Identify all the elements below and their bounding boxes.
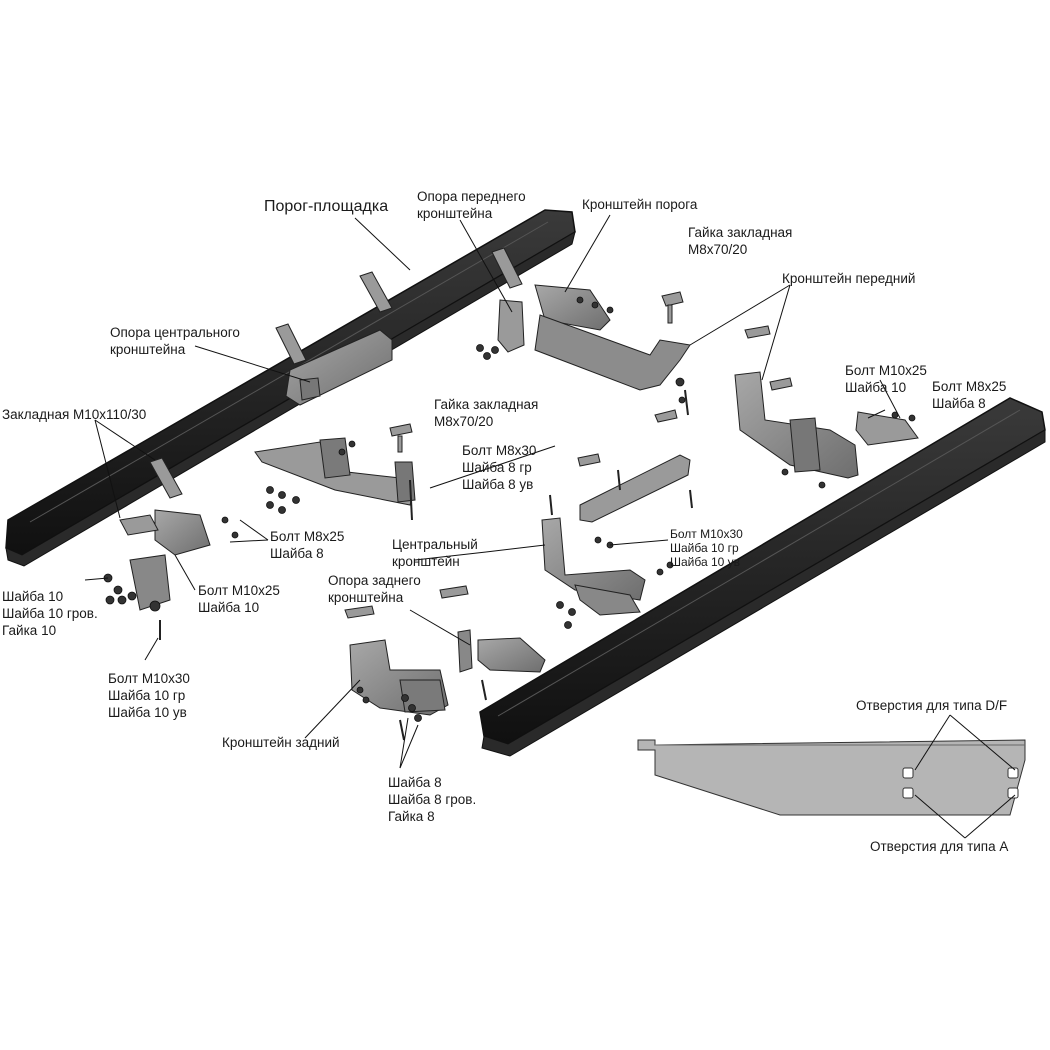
label-line: Болт M10x30: [670, 527, 743, 541]
label-line: Опора заднего: [328, 573, 421, 588]
label-line: Шайба 10: [198, 600, 260, 615]
label-central-bracket: Центральный кронштейн: [392, 536, 478, 570]
label-line: Шайба 8 гр: [462, 460, 532, 475]
label-line: Шайба 8: [270, 546, 324, 561]
label-rear-bracket: Кронштейн задний: [222, 735, 340, 750]
label-bolt-m8x30: Болт M8x30 Шайба 8 гр Шайба 8 ув: [462, 442, 536, 493]
label-line: Гайка 10: [2, 623, 57, 638]
label-line: Центральный: [392, 537, 478, 552]
label-line: Болт M8x30: [462, 443, 537, 458]
label-line: Шайба 8 гров.: [388, 792, 477, 807]
label-bolt-m8x25-right: Болт M8x25 Шайба 8: [932, 378, 1006, 412]
hardware: [103, 296, 916, 722]
label-holes-a: Отверстия для типа A: [870, 839, 1009, 854]
bracket-central-right: [541, 454, 691, 616]
plate-detail: [637, 739, 1026, 816]
label-embedded-plate: Закладная M10x110/30: [2, 407, 147, 422]
label-nut-insert-top: Гайка закладная M8x70/20: [688, 224, 792, 258]
label-line: Шайба 8: [388, 775, 442, 790]
leader-lines: [84, 214, 1016, 839]
bracket-central: [254, 437, 416, 506]
label-washer-8-group: Шайба 8 Шайба 8 гров. Гайка 8: [388, 774, 476, 825]
label-line: Шайба 10 ув: [108, 705, 187, 720]
label-line: Опора центрального: [110, 325, 240, 340]
label-bolt-m8x25-left: Болт M8x25 Шайба 8: [270, 528, 344, 562]
label-line: Шайба 10 гр: [108, 688, 186, 703]
bracket-central-support: [285, 329, 393, 406]
label-rear-support: Опора заднего кронштейна: [328, 572, 421, 606]
label-line: Шайба 10 гров.: [2, 606, 98, 621]
label-line: Шайба 10: [845, 380, 907, 395]
label-line: Опора переднего: [417, 189, 526, 204]
label-line: Болт M10x30: [108, 671, 190, 686]
label-line: Гайка 8: [388, 809, 435, 824]
label-washer-10-group: Шайба 10 Шайба 10 гров. Гайка 10: [2, 588, 98, 639]
label-line: Шайба 10 гр: [670, 541, 739, 555]
step-board-right: [479, 397, 1046, 757]
label-line: Шайба 8 ув: [462, 477, 534, 492]
label-line: M8x70/20: [688, 242, 748, 257]
nut-inserts: [344, 291, 793, 619]
label-bolt-m10x25-right: Болт M10x25 Шайба 10: [845, 362, 927, 396]
bracket-left-front: [119, 509, 211, 611]
label-line: Болт M8x25: [270, 529, 345, 544]
label-bolt-m10x30-small: Болт M10x30 Шайба 10 гр Шайба 10 ув: [670, 527, 743, 569]
label-line: M8x70/20: [434, 414, 494, 429]
label-line: Болт M8x25: [932, 379, 1007, 394]
label-line: Болт M10x25: [198, 583, 280, 598]
bracket-rear: [349, 639, 449, 716]
label-bolt-m10x25-left: Болт M10x25 Шайба 10: [198, 582, 280, 616]
label-line: Болт M10x25: [845, 363, 927, 378]
label-holes-df: Отверстия для типа D/F: [856, 698, 1008, 713]
label-line: кронштейна: [328, 590, 404, 605]
label-line: кронштейна: [110, 342, 186, 357]
label-line: кронштейн: [392, 554, 460, 569]
label-step-board: Порог-площадка: [264, 198, 389, 215]
bracket-threshold: [497, 284, 691, 391]
label-central-support: Опора центрального кронштейна: [110, 324, 240, 358]
bracket-rear-support: [457, 629, 546, 673]
label-threshold-bracket: Кронштейн порога: [582, 197, 698, 212]
label-line: кронштейна: [417, 206, 493, 221]
label-line: Шайба 10: [2, 589, 64, 604]
label-line: Гайка закладная: [688, 225, 793, 240]
label-nut-insert-mid: Гайка закладная M8x70/20: [434, 396, 538, 430]
label-line: Гайка закладная: [434, 397, 539, 412]
label-front-bracket: Кронштейн передний: [782, 271, 916, 286]
label-line: Шайба 10 ув: [670, 555, 741, 569]
bracket-front: [734, 371, 919, 479]
label-front-support: Опора переднего кронштейна: [417, 188, 526, 222]
bolts: [159, 389, 693, 741]
label-bolt-m10x30-left: Болт M10x30 Шайба 10 гр Шайба 10 ув: [108, 670, 190, 721]
label-line: Шайба 8: [932, 396, 986, 411]
